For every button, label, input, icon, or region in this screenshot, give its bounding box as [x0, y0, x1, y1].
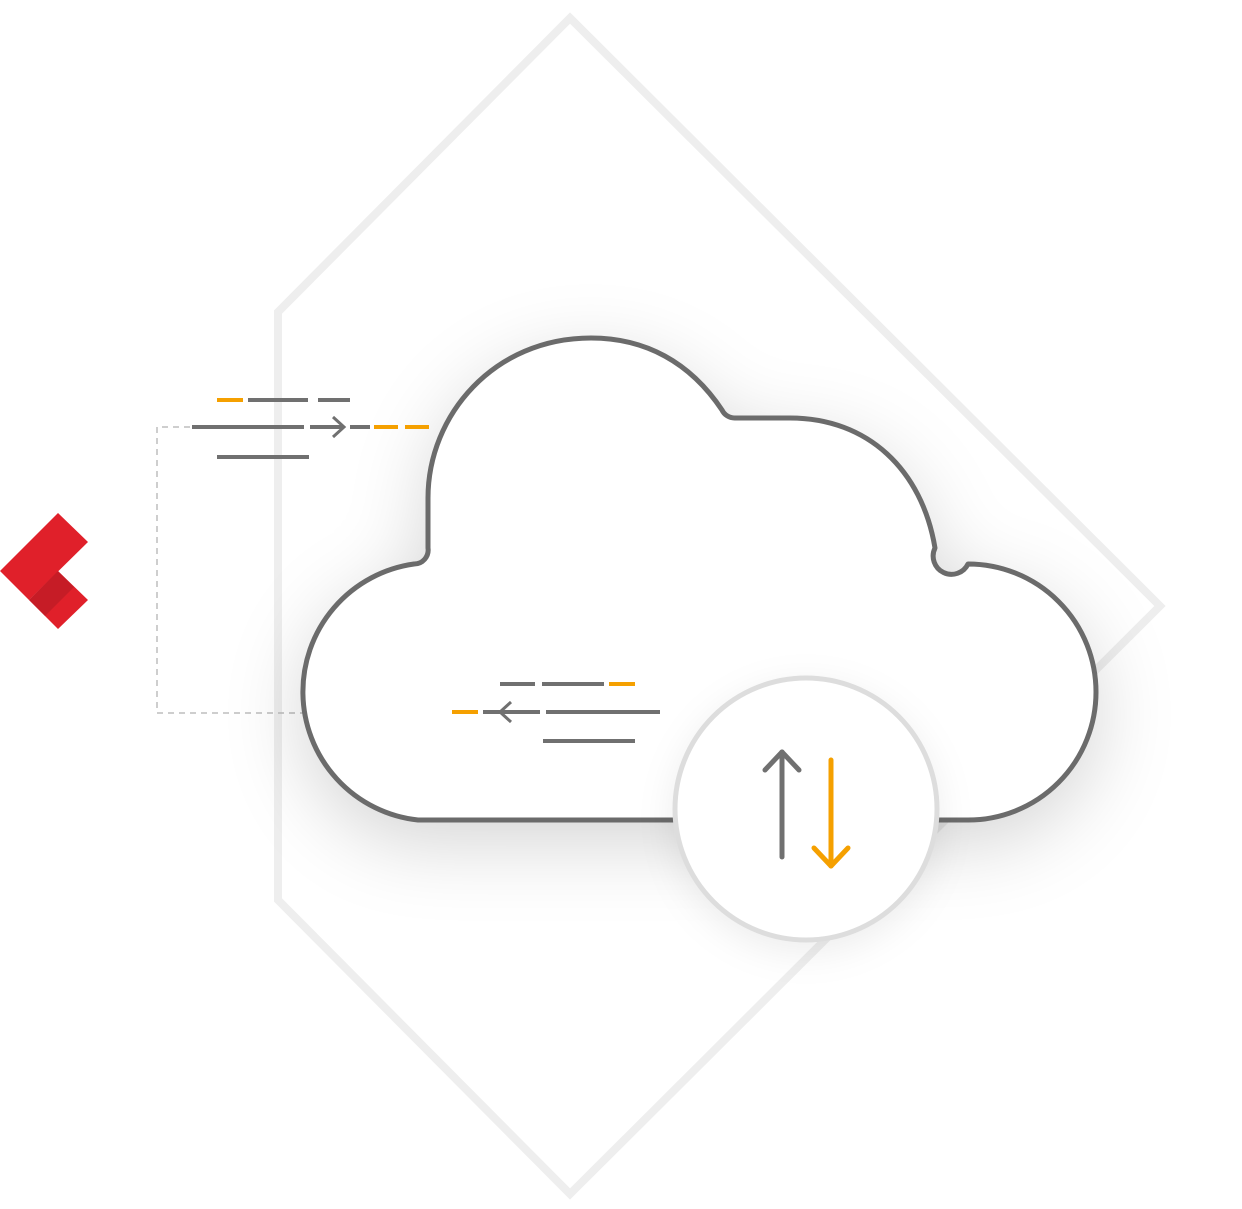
brand-logo-mark — [0, 513, 88, 629]
outgoing-data-stream — [452, 682, 660, 743]
upload-download-arrows-icon — [762, 749, 851, 869]
cloud-icon — [300, 335, 1099, 823]
arrow-left-icon — [497, 700, 513, 724]
background-diamond — [274, 12, 1166, 1200]
sync-badge — [672, 675, 940, 943]
incoming-data-stream — [192, 398, 429, 459]
arrow-right-icon — [331, 415, 347, 439]
